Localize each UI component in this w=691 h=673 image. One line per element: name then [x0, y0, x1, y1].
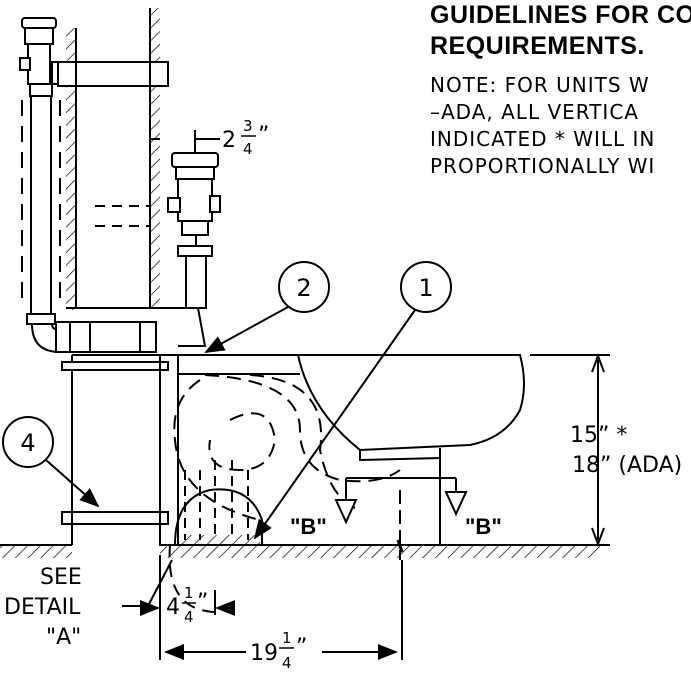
dim-offset-numerator: 3 [243, 117, 253, 135]
dim-length-inch: ” [296, 635, 307, 660]
dim-offset-denominator: 4 [243, 140, 253, 158]
floor [0, 544, 600, 558]
callout-2-number: 2 [296, 274, 311, 302]
flush-valve-upper [19, 17, 157, 354]
section-b-left-label: "B" [290, 514, 327, 539]
detail-a-line-3: "A" [46, 625, 81, 650]
callout-4-number: 4 [20, 429, 35, 457]
dim-offset-inch: ” [258, 123, 269, 148]
note-line-4: PROPORTIONALLY WI [430, 154, 655, 178]
detail-a-leader [122, 559, 173, 607]
section-b-right-label: "B" [465, 514, 502, 539]
dim-offset-whole: 2 [222, 128, 236, 153]
dim-setback-whole: 4 [166, 595, 180, 620]
dimension-height [530, 353, 610, 547]
dimension-valve-offset [150, 130, 220, 152]
heading-line-1: GUIDELINES FOR CO [430, 1, 691, 29]
dim-height-standard: 15” * [570, 423, 627, 448]
detail-a-line-1: SEE [40, 565, 82, 590]
heading-line-2: REQUIREMENTS. [430, 32, 645, 60]
dim-setback-inch: ” [197, 590, 208, 615]
note-line-1: NOTE: FOR UNITS W [430, 73, 650, 97]
note-line-2: –ADA, ALL VERTICA [430, 100, 639, 124]
wall [66, 8, 161, 545]
dim-length-denominator: 4 [282, 654, 292, 672]
dim-length-numerator: 1 [282, 629, 292, 647]
dim-setback-denominator: 4 [184, 608, 194, 626]
dim-height-ada: 18” (ADA) [572, 453, 682, 478]
callout-1: 1 [253, 261, 452, 540]
flush-valve-center [167, 152, 221, 309]
carrier-stud-lower [61, 511, 169, 525]
callout-2: 2 [204, 261, 330, 353]
detail-a-line-2: DETAIL [4, 595, 81, 620]
dim-length-whole: 19 [250, 641, 278, 666]
upper-bracket [57, 61, 169, 87]
section-b-arrows [334, 477, 468, 525]
callout-4: 4 [2, 416, 100, 508]
callout-1-number: 1 [418, 274, 433, 302]
carrier-stud-upper [61, 361, 169, 371]
dimension-setback [140, 555, 235, 660]
dimension-length [164, 560, 403, 660]
dim-setback-numerator: 1 [184, 584, 194, 602]
note-line-3: INDICATED * WILL IN [430, 127, 655, 151]
toilet-bowl [159, 307, 525, 613]
